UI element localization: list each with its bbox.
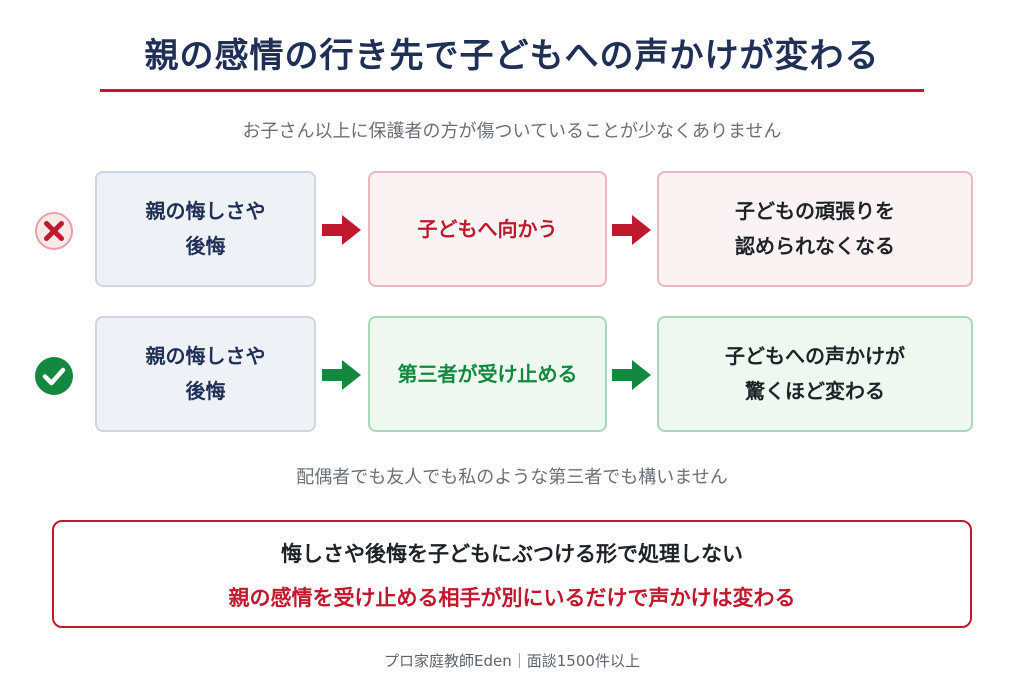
good-step-1-box: 親の悔しさや 後悔 xyxy=(95,316,316,432)
bad-step-3-box: 子どもの頑張りを 認められなくなる xyxy=(657,171,973,287)
footer-credit: プロ家庭教師Eden｜面談1500件以上 xyxy=(384,652,640,670)
row-good: 親の悔しさや 後悔 第三者が受け止める 子どもへの声かけが 驚くほど変わる xyxy=(0,316,1024,436)
bad-step-3-line-1: 子どもの頑張りを xyxy=(735,199,895,223)
check-circle-icon xyxy=(35,357,73,395)
bad-step-3-line-2: 認められなくなる xyxy=(735,234,895,258)
conclusion-line-2: 親の感情を受け止める相手が別にいるだけで声かけは変わる xyxy=(228,586,796,610)
arrow-right-icon xyxy=(612,215,651,245)
bad-step-2-line-1: 子どもへ向かう xyxy=(417,216,558,241)
row-bad: 親の悔しさや 後悔 子どもへ向かう 子どもの頑張りを 認められなくなる xyxy=(0,171,1024,291)
bad-step-1-box: 親の悔しさや 後悔 xyxy=(95,171,316,287)
page-subtitle: お子さん以上に保護者の方が傷ついていることが少なくありません xyxy=(242,121,782,142)
title-underline xyxy=(100,89,924,92)
good-step-1-line-1: 親の悔しさや xyxy=(145,344,266,368)
conclusion-box: 悔しさや後悔を子どもにぶつける形で処理しない 親の感情を受け止める相手が別にいる… xyxy=(52,520,972,628)
good-step-1-line-2: 後悔 xyxy=(185,379,226,403)
arrow-right-icon xyxy=(322,360,361,390)
good-step-3-box: 子どもへの声かけが 驚くほど変わる xyxy=(657,316,973,432)
arrow-right-icon xyxy=(612,360,651,390)
good-step-3-line-1: 子どもへの声かけが xyxy=(725,344,905,368)
x-circle-icon xyxy=(35,212,73,250)
good-step-3-line-2: 驚くほど変わる xyxy=(745,379,885,403)
arrow-right-icon xyxy=(322,215,361,245)
note-text: 配偶者でも友人でも私のような第三者でも構いません xyxy=(296,467,728,488)
page-title: 親の感情の行き先で子どもへの声かけが変わる xyxy=(144,36,880,76)
conclusion-line-1: 悔しさや後悔を子どもにぶつける形で処理しない xyxy=(281,542,743,566)
good-step-2-line-1: 第三者が受け止める xyxy=(397,361,578,386)
good-step-2-box: 第三者が受け止める xyxy=(368,316,607,432)
bad-step-2-box: 子どもへ向かう xyxy=(368,171,607,287)
bad-step-1-line-2: 後悔 xyxy=(185,234,226,258)
bad-step-1-line-1: 親の悔しさや xyxy=(145,199,266,223)
